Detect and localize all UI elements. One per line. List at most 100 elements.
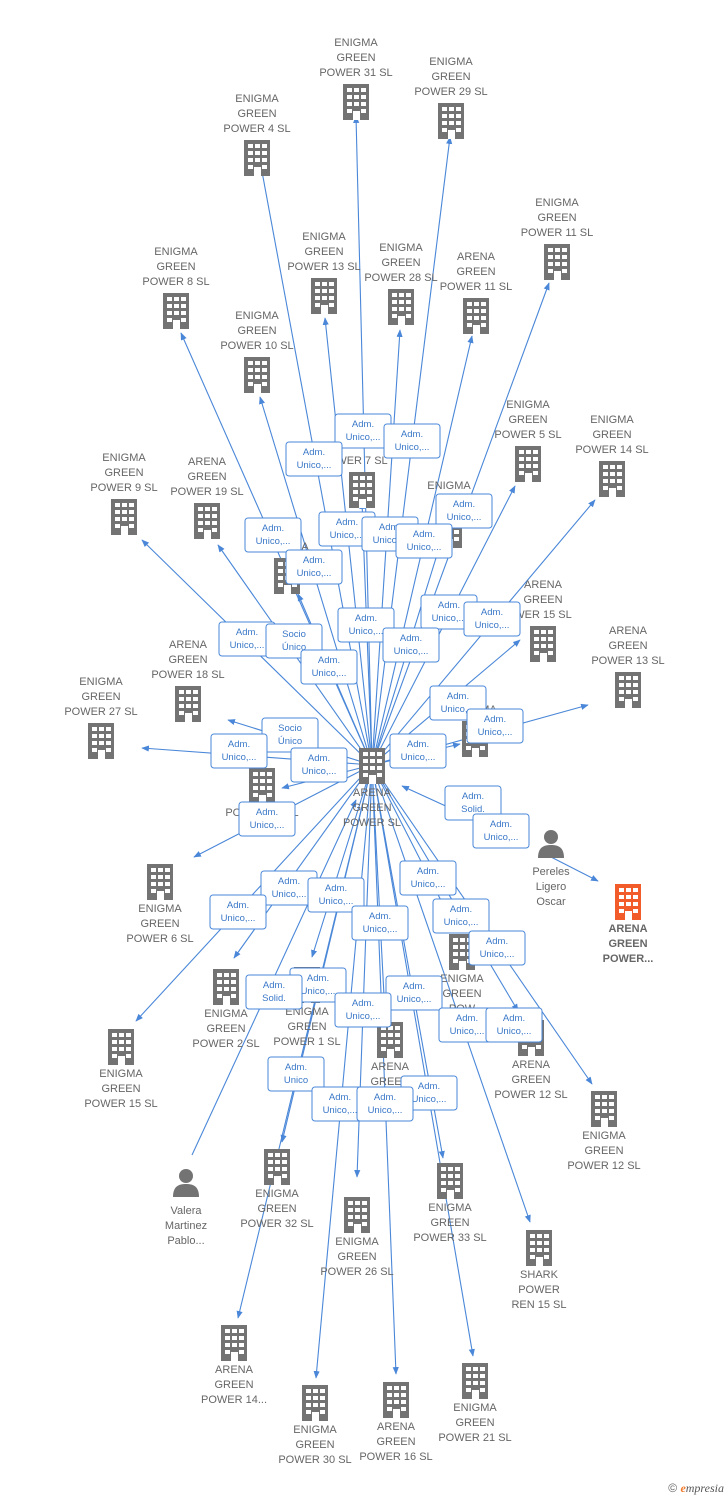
footer-brand[interactable]: © empresia [668, 1481, 724, 1496]
node-label: ENIGMA [235, 310, 279, 322]
badge-label: Adm. [407, 739, 429, 750]
node-label: Pablo... [167, 1235, 204, 1247]
building-icon [591, 1091, 617, 1127]
relation-badge[interactable]: Adm.Unico [267, 1056, 325, 1092]
node-label: GREEN [381, 257, 420, 269]
node-label: ENIGMA [427, 480, 471, 492]
edge-line [311, 764, 373, 958]
node-label: POWER [518, 1284, 560, 1296]
badge-label: Unico,... [319, 896, 354, 907]
relation-badge[interactable]: Adm.Unico,... [337, 607, 395, 643]
relation-badge[interactable]: Adm.Unico,... [351, 905, 409, 941]
relation-badge[interactable]: Adm.Unico,... [210, 733, 268, 769]
badge-box [209, 894, 267, 930]
relation-badge[interactable]: Adm.Unico,... [209, 894, 267, 930]
relation-badge[interactable]: Adm.Unico,... [463, 601, 521, 637]
building-icon [438, 103, 464, 139]
company-node[interactable]: WER 7 SL [336, 455, 388, 508]
node-label: POWER 13 SL [287, 261, 360, 273]
relation-badge[interactable]: Adm.Unico,... [307, 877, 365, 913]
node-label: POWER 11 SL [521, 227, 594, 239]
relation-badge[interactable]: Adm.Unico,... [356, 1086, 414, 1122]
relation-badge[interactable]: Adm.Unico,... [466, 708, 524, 744]
company-node[interactable]: ARENAGREENPOWER... [603, 884, 654, 965]
relation-badge[interactable]: Adm.Unico,... [290, 747, 348, 783]
relation-badge[interactable]: Adm.Unico,... [244, 517, 302, 553]
relation-badge[interactable]: Adm.Unico,... [334, 413, 392, 449]
node-label: ENIGMA [440, 973, 484, 985]
relation-badge[interactable]: Adm.Unico,... [485, 1007, 543, 1043]
relation-badge[interactable]: Adm.Unico,... [399, 860, 457, 896]
node-label: POWER 31 SL [319, 67, 392, 79]
badge-label: Unico,... [411, 879, 446, 890]
badge-box [466, 708, 524, 744]
relation-badge[interactable]: Adm.Unico,... [389, 733, 447, 769]
building-icon [544, 244, 570, 280]
relation-badge[interactable]: Adm.Unico,... [382, 627, 440, 663]
relation-badge[interactable]: Adm.Unico,... [385, 975, 443, 1011]
node-label: POWER 2 SL [192, 1038, 259, 1050]
badge-box [472, 813, 530, 849]
node-label: GREEN [337, 1251, 376, 1263]
person-node[interactable]: ValeraMartinezPablo... [165, 1169, 207, 1247]
node-label: GREEN [287, 1021, 326, 1033]
relation-badge[interactable]: Adm.Unico,... [395, 523, 453, 559]
relation-badge[interactable]: Adm.Unico,... [472, 813, 530, 849]
relation-badge[interactable]: Adm.Unico,... [334, 992, 392, 1028]
relation-badge[interactable]: Adm.Solid. [245, 974, 303, 1010]
relation-badge[interactable]: Adm.Unico,... [438, 1007, 496, 1043]
node-label: POWER 8 SL [142, 276, 209, 288]
building-icon [388, 289, 414, 325]
badge-label: Adm. [503, 1013, 525, 1024]
relation-badge[interactable]: Adm.Unico,... [383, 423, 441, 459]
badge-label: Unico,... [447, 512, 482, 523]
node-label: SHARK [520, 1269, 559, 1281]
relation-badge[interactable]: Adm.Unico,... [468, 930, 526, 966]
relation-badge[interactable]: Adm.Unico,... [432, 898, 490, 934]
node-label: GREEN [237, 108, 276, 120]
empresia-logo: empresia [680, 1481, 724, 1495]
relation-badge[interactable]: Adm.Unico,... [285, 549, 343, 585]
relation-badge[interactable]: Adm.Unico,... [238, 801, 296, 837]
relation-badge[interactable]: Adm.Unico,... [285, 441, 343, 477]
badge-label: Adm. [413, 529, 435, 540]
relation-badge[interactable]: Adm.Unico,... [435, 493, 493, 529]
relation-badge[interactable]: Adm.Unico,... [400, 1075, 458, 1111]
relation-badge[interactable]: Adm.Unico,... [300, 649, 358, 685]
